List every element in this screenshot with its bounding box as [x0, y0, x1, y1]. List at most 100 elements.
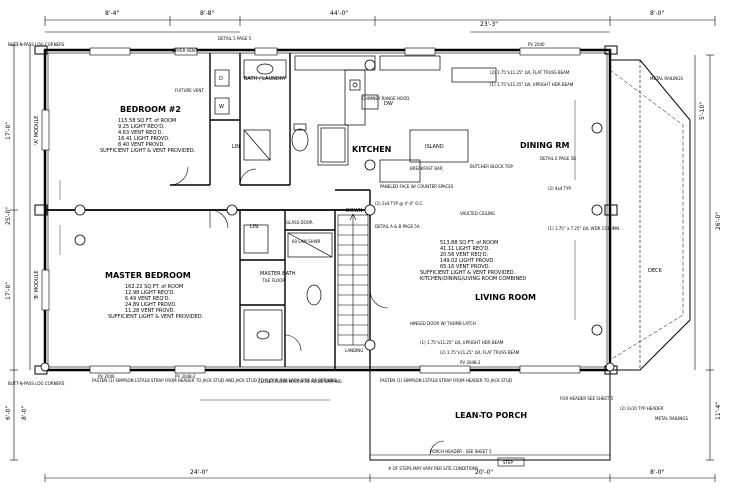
master-vanity — [243, 309, 283, 361]
metal-railings-bottom: METAL RAILINGS — [655, 416, 688, 421]
master-bedroom-title: MASTER BEDROOM — [105, 271, 191, 280]
landing-label: LANDING — [345, 348, 363, 353]
bedroom2-note: 8.40 VENT PROVD. — [118, 142, 165, 148]
porch-header-label: PORCH HEADER - SEE SHEET 5 — [430, 449, 492, 454]
down-label: DOWN — [346, 208, 363, 214]
dryer — [214, 69, 230, 87]
master-bath-fixtures — [243, 224, 333, 361]
living-note: 65.16 VENT PROVD. — [440, 264, 490, 270]
header-dir-label: FOR HEADER SEE SHEET 5 — [560, 396, 614, 401]
bedroom2-note: 16.41 LIGHT PROVD. — [118, 136, 170, 142]
living-room-title: LIVING ROOM — [475, 293, 536, 302]
master-linen — [243, 224, 269, 254]
bedroom2-note: 115.58 SQ.FT. of ROOM — [118, 118, 176, 124]
master-note: 12.98 LIGHT REQ'D. — [125, 290, 175, 296]
master-bath-title: MASTER BATH — [260, 271, 296, 277]
detail-ab-label: DETAIL A & B PAGE 5A — [375, 224, 420, 229]
breakfast-bar-label: BREAKFAST BAR — [410, 166, 443, 171]
dim-bottom-1: 24'-0" — [190, 469, 208, 476]
dim-top-2: 8'-8" — [200, 10, 214, 17]
tile-floor-label: TILE FLOOR — [261, 278, 285, 283]
dim-left-4: 6'-0" — [5, 406, 12, 420]
pv-window-4: PV 2040 — [528, 42, 545, 47]
upright-strap-note: FASTEN (1) SIMPSON LSTA18 STRAP FROM HEA… — [380, 378, 512, 383]
bedroom2-note: 9.25 LIGHT REQ'D. — [118, 124, 165, 130]
master-note: 162.22 SQ.FT. of ROOM — [125, 284, 183, 290]
header-1x10-label: (2) 2x10 TYP HEADER — [620, 406, 664, 411]
master-note: 11.28 VENT PROVD. — [125, 308, 175, 314]
dim-left-1: 17'-0" — [5, 122, 12, 140]
washer — [214, 97, 230, 115]
living-notes: 513.88 SQ.FT. of ROOM 41.11 LIGHT REQ'D.… — [420, 240, 526, 282]
living-note: SUFFICIENT LIGHT & VENT PROVIDED. — [420, 270, 516, 276]
living-note: 149.02 LIGHT PROVD. — [440, 258, 495, 264]
fixture-vent-label: FIXTURE VENT — [175, 88, 204, 93]
dim-bottom-3: 8'-0" — [650, 469, 664, 476]
bath-laundry-title: BATH / LAUNDRY — [244, 76, 287, 82]
module-b-label: 'B' MODULE — [34, 271, 40, 300]
metal-railings-top: METAL RAILINGS — [650, 76, 683, 81]
refrigerator — [361, 94, 379, 110]
pv-window-3: PV 3048-2 — [460, 360, 481, 365]
exterior-walls — [43, 48, 691, 467]
flat-beam-top: (2) 1.75"x11.25" LVL FLAT TRUSS BEAM — [490, 70, 570, 75]
pv-window-1: PV 2046 — [98, 374, 115, 379]
dimension-text: 8'-4" 8'-8" 44'-0" 23'-3" 8'-0" 24'-0" 2… — [5, 10, 722, 476]
chimney-label: CHIMNEY RANGE HOOD — [362, 96, 409, 101]
dim-left-2: 25'-0" — [5, 207, 12, 225]
dim-top-total: 44'-0" — [330, 10, 348, 17]
detail-e-label: DETAIL E PAGE 5B — [540, 156, 576, 161]
dining-counter — [451, 67, 497, 83]
dim-top-3: 23'-3" — [480, 21, 498, 28]
toilet — [291, 128, 309, 152]
module-a-label: 'A' MODULE — [34, 116, 40, 145]
paneled-face-label: PANELED FACE W/ COUNTER SPACES — [380, 184, 454, 189]
master-toilet — [306, 284, 322, 306]
island-label: ISLAND — [425, 144, 444, 150]
master-note: SUFFICIENT LIGHT & VENT PROVIDED. — [108, 314, 204, 320]
deck-title: DECK — [648, 268, 663, 274]
dryer-vent-label: DRYER VENT — [172, 48, 198, 53]
dim-top-4: 8'-0" — [650, 10, 664, 17]
header-2x4-label: (2) 2x4 TYP @ 4'-0" O.C. — [375, 201, 424, 206]
interior-walls — [170, 53, 371, 370]
butt-pass-top: BUTT-N-PASS LOG CORNERS — [8, 42, 65, 47]
dim-top-1: 8'-4" — [105, 10, 119, 17]
master-note: 24.89 LIGHT PROVD. — [125, 302, 177, 308]
lin2-label: LIN — [232, 144, 240, 150]
master-note: 6.49 VENT REQ'D. — [125, 296, 170, 302]
dining-title: DINING RM — [520, 141, 569, 150]
bedroom2-note: 4.63 VENT REQ'D. — [118, 130, 163, 136]
step-note: # OF STEPS MAY VARY PER SITE CONDITIONS — [388, 466, 479, 471]
detail-5-label: DETAIL 5 PAGE 5 — [218, 36, 252, 41]
bedroom2-notes: 115.58 SQ.FT. of ROOM 9.25 LIGHT REQ'D. … — [100, 118, 196, 154]
island — [409, 129, 469, 163]
master-notes: 162.22 SQ.FT. of ROOM 12.98 LIGHT REQ'D.… — [108, 284, 204, 320]
stairs — [337, 213, 369, 346]
sink — [256, 63, 274, 75]
living-note: 513.88 SQ.FT. of ROOM — [440, 240, 498, 246]
dim-bottom-2: 20'-0" — [475, 469, 493, 476]
side-counter — [344, 69, 366, 126]
bedroom2-note: SUFFICIENT LIGHT & VENT PROVIDED. — [100, 148, 196, 154]
tub-enclosure — [317, 124, 349, 166]
bedroom2-title: BEDROOM #2 — [120, 105, 181, 114]
washer-label: W — [219, 104, 224, 110]
dim-right-2: 26'-0" — [715, 212, 722, 230]
dim-left-5: 8'-0" — [21, 406, 28, 420]
butcher-block-label: BUTCHER BLOCK TOP — [470, 164, 514, 169]
vaulted-label: VAULTED CEILING — [460, 211, 495, 216]
step-label: STEP — [503, 460, 514, 465]
simpson-note-left: FASTEN (1) SIMPSON LSTA18 STRAP FROM HEA… — [92, 378, 336, 383]
windows — [41, 47, 581, 374]
posts — [40, 59, 615, 372]
dim-left-3: 17'-0" — [5, 282, 12, 300]
linen-closet — [243, 129, 271, 161]
bath-laundry-fixtures — [214, 59, 349, 166]
dim-right-1: 5'-10" — [699, 102, 706, 120]
shower — [287, 232, 333, 258]
paneled-bar — [379, 159, 421, 183]
closet-flush-label: CLOSET FLUSH MATCH TO AVOID LAPPING — [258, 379, 342, 384]
